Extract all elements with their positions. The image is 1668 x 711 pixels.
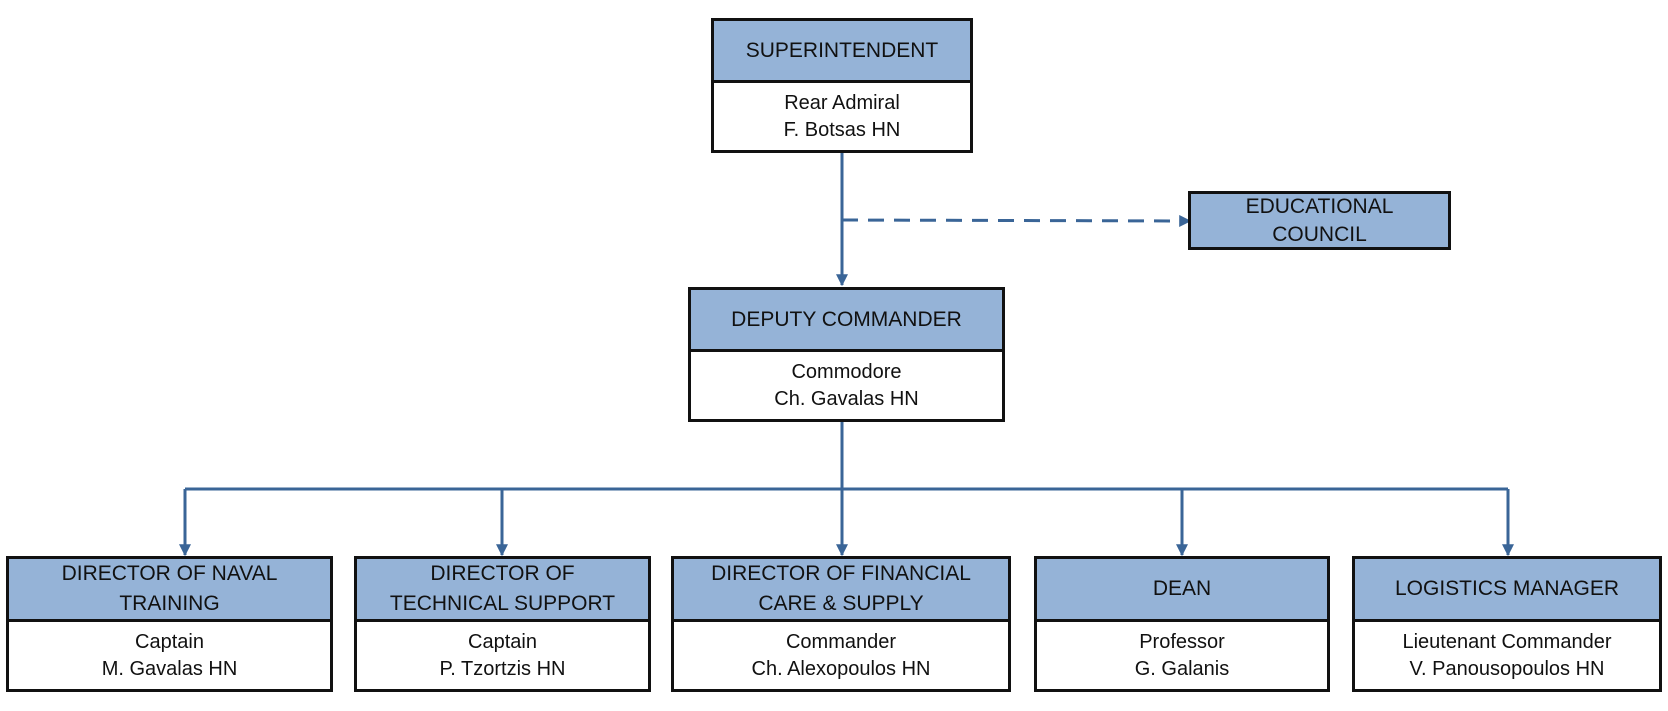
person-name: V. Panousopoulos HN <box>1409 657 1605 680</box>
node-deputy-commander: DEPUTY COMMANDER Commodore Ch. Gavalas H… <box>688 287 1005 422</box>
rank-label: Lieutenant Commander <box>1402 630 1612 653</box>
rank-label: Rear Admiral <box>784 91 900 114</box>
person-name: Ch. Gavalas HN <box>774 387 919 410</box>
rank-label: Commodore <box>791 360 902 383</box>
node-director-naval-training: DIRECTOR OF NAVAL TRAINING Captain M. Ga… <box>6 556 333 692</box>
rank-label: Captain <box>468 630 537 653</box>
node-logistics-manager: LOGISTICS MANAGER Lieutenant Commander V… <box>1352 556 1662 692</box>
node-director-technical-support: DIRECTOR OF TECHNICAL SUPPORT Captain P.… <box>354 556 651 692</box>
node-director-financial-care: DIRECTOR OF FINANCIAL CARE & SUPPLY Comm… <box>671 556 1011 692</box>
person-name: F. Botsas HN <box>783 118 901 141</box>
node-title: EDUCATIONAL COUNCIL <box>1191 194 1448 247</box>
connector-dashed-educational-council <box>841 214 1192 227</box>
person-name: Ch. Alexopoulos HN <box>751 657 931 680</box>
node-title: DIRECTOR OF TECHNICAL SUPPORT <box>357 559 648 622</box>
node-title: DEPUTY COMMANDER <box>691 290 1002 352</box>
node-title: DIRECTOR OF FINANCIAL CARE & SUPPLY <box>674 559 1008 622</box>
node-title: SUPERINTENDENT <box>714 21 970 83</box>
node-title: DIRECTOR OF NAVAL TRAINING <box>9 559 330 622</box>
rank-label: Professor <box>1139 630 1225 653</box>
person-name: M. Gavalas HN <box>101 657 238 680</box>
node-superintendent: SUPERINTENDENT Rear Admiral F. Botsas HN <box>711 18 973 153</box>
rank-label: Commander <box>785 630 897 653</box>
node-title: DEAN <box>1037 559 1327 622</box>
rank-label: Captain <box>135 630 204 653</box>
person-name: P. Tzortzis HN <box>439 657 566 680</box>
node-dean: DEAN Professor G. Galanis <box>1034 556 1330 692</box>
node-educational-council: EDUCATIONAL COUNCIL <box>1188 191 1451 250</box>
person-name: G. Galanis <box>1134 657 1230 680</box>
node-title: LOGISTICS MANAGER <box>1355 559 1659 622</box>
